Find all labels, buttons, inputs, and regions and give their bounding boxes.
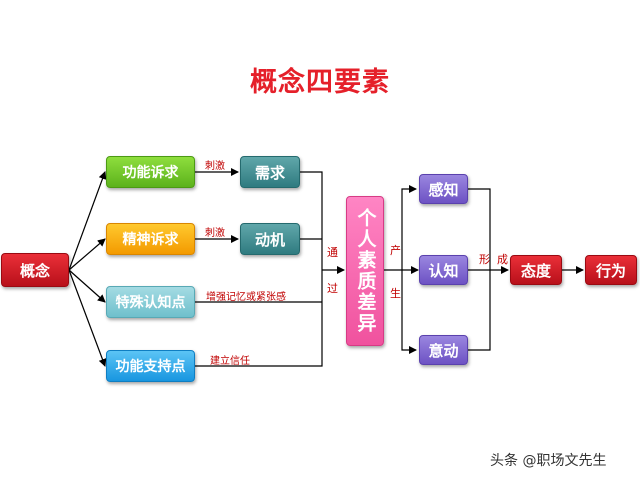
label-stimulate-2: 刺激	[205, 228, 225, 239]
label-through-2: 过	[327, 282, 338, 295]
edge-to-intention	[401, 270, 417, 354]
node-intention-label: 意动	[428, 341, 459, 360]
diagram-title: 概念四要素	[250, 67, 390, 98]
node-cognition-label: 认知	[428, 261, 459, 280]
node-feeling: 感知	[419, 174, 468, 204]
label-form-1: 形	[479, 253, 490, 266]
node-special-point-label: 特殊认知点	[115, 295, 186, 311]
node-feeling-label: 感知	[428, 180, 459, 199]
node-support-point: 功能支持点	[106, 350, 195, 382]
node-concept: 概念	[1, 253, 69, 287]
edge-concept-support-point	[68, 269, 107, 367]
node-special-point: 特殊认知点	[106, 286, 195, 318]
edge-concept-special-point	[68, 269, 106, 303]
label-trust: 建立信任	[210, 356, 250, 367]
edge-concept-appeal-function	[68, 171, 107, 271]
watermark: 头条 @职场文先生	[490, 453, 607, 469]
node-intention: 意动	[419, 335, 468, 365]
node-motive-label: 动机	[254, 230, 285, 249]
label-memory: 增强记忆或紧张感	[206, 292, 286, 303]
node-need-label: 需求	[254, 163, 285, 182]
node-motive: 动机	[240, 223, 300, 255]
label-form-2: 成	[497, 253, 508, 266]
node-behavior: 行为	[585, 255, 637, 285]
node-support-point-label: 功能支持点	[115, 359, 186, 375]
label-produce-1: 产	[390, 244, 401, 257]
node-attitude-label: 态度	[520, 261, 551, 280]
edge-concept-appeal-spirit	[68, 238, 106, 271]
node-attitude: 态度	[510, 255, 562, 285]
node-appeal-function: 功能诉求	[106, 156, 195, 188]
node-individual-difference: 个人素质差异	[346, 196, 384, 346]
node-appeal-function-label: 功能诉求	[122, 165, 179, 181]
node-need: 需求	[240, 156, 300, 188]
node-appeal-spirit-label: 精神诉求	[122, 232, 179, 248]
label-stimulate-1: 刺激	[205, 161, 225, 172]
edge-to-feeling	[401, 185, 417, 270]
label-through-1: 通	[327, 246, 338, 259]
node-appeal-spirit: 精神诉求	[106, 223, 195, 255]
edge-collector	[195, 171, 323, 367]
node-concept-label: 概念	[19, 261, 50, 280]
node-cognition: 认知	[419, 255, 468, 285]
label-produce-2: 生	[390, 287, 401, 300]
node-behavior-label: 行为	[595, 261, 626, 280]
node-individual-difference-label: 个人素质差异	[354, 208, 377, 334]
